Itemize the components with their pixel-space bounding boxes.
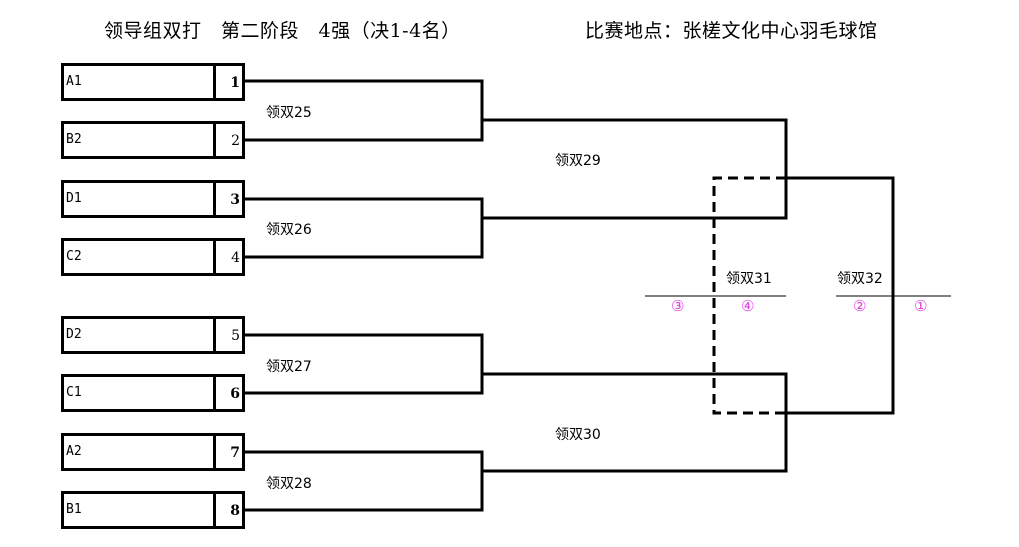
- seed-number: 2: [213, 124, 242, 156]
- bracket-line-m29: [482, 118, 788, 220]
- seed-number: 5: [213, 319, 242, 351]
- seed-number: 6: [213, 377, 242, 409]
- bracket-line-m25: [245, 79, 484, 142]
- match-label-27: 领双27: [266, 359, 312, 375]
- seed-number: 1: [213, 66, 242, 98]
- team-slot-5: D2 5: [61, 316, 245, 354]
- seed-number: 3: [213, 183, 242, 215]
- team-slot-8: B1 8: [61, 491, 245, 529]
- match-label-28: 领双28: [266, 476, 312, 492]
- placement-fourth: ④: [741, 297, 755, 315]
- team-name: B2: [66, 132, 82, 147]
- team-slot-6: C1 6: [61, 374, 245, 412]
- match-label-30: 领双30: [555, 427, 601, 443]
- placement-first: ①: [914, 297, 928, 315]
- match-label-31: 领双31: [726, 271, 772, 287]
- team-slot-7: A2 7: [61, 433, 245, 471]
- placement-third: ③: [671, 297, 685, 315]
- match-label-29: 领双29: [555, 153, 601, 169]
- team-slot-3: D1 3: [61, 180, 245, 218]
- bracket-line-m28: [245, 450, 484, 512]
- team-name: B1: [66, 502, 82, 517]
- team-name: D2: [66, 327, 82, 342]
- team-slot-2: B2 2: [61, 121, 245, 159]
- bracket-line-m26: [245, 197, 484, 259]
- team-name: A2: [66, 444, 82, 459]
- bracket-line-m31: [712, 176, 786, 415]
- seed-number: 8: [213, 494, 242, 526]
- bracket-line-m27: [245, 333, 484, 395]
- team-name: C2: [66, 249, 82, 264]
- seed-number: 7: [213, 436, 242, 468]
- match-label-32: 领双32: [837, 271, 883, 287]
- team-slot-1: A1 1: [61, 63, 245, 101]
- match-label-25: 领双25: [266, 105, 312, 121]
- bracket-line-m30: [482, 372, 788, 473]
- team-name: C1: [66, 385, 82, 400]
- match-label-26: 领双26: [266, 222, 312, 238]
- event-title: 领导组双打 第二阶段 4强（决1-4名）: [104, 20, 461, 42]
- team-name: A1: [66, 74, 82, 89]
- team-name: D1: [66, 191, 82, 206]
- team-slot-4: C2 4: [61, 238, 245, 276]
- seed-number: 4: [213, 241, 242, 273]
- placement-second: ②: [853, 297, 867, 315]
- venue-title: 比赛地点：张槎文化中心羽毛球馆: [585, 20, 878, 42]
